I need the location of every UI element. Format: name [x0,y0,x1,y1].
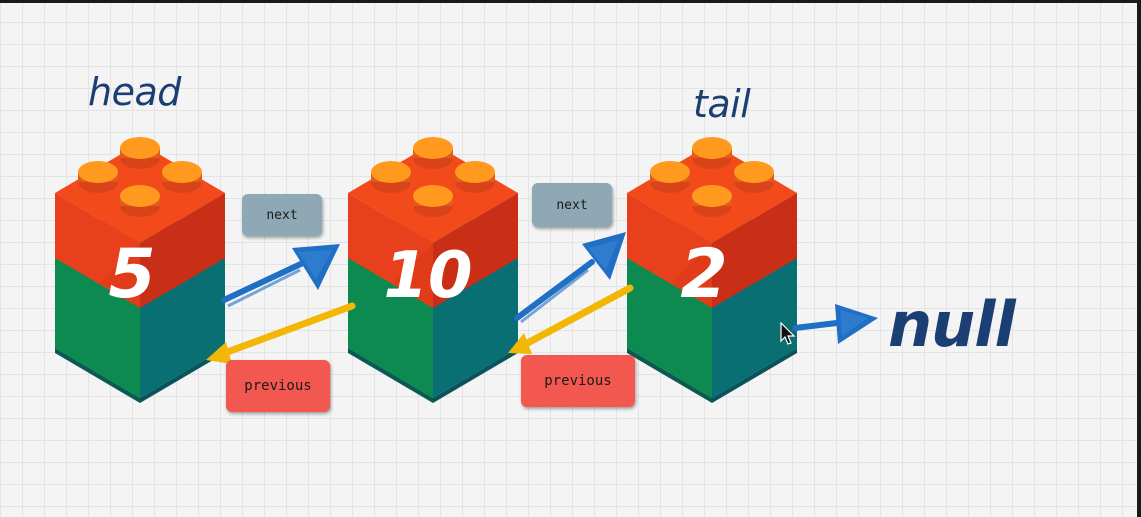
node-value: 10 [383,239,472,313]
list-node-10: 10 [348,137,518,403]
node-value: 2 [680,235,727,314]
previous-pointer-label: previous [521,355,635,407]
tail-label: tail [693,82,751,126]
next-pointer-arrow [221,244,340,308]
mouse-cursor-icon [780,322,796,345]
window-right-border [1137,0,1141,517]
list-node-2: 2 [627,137,797,403]
previous-pointer-label: previous [226,360,330,412]
next-pointer-label: next [242,194,322,236]
head-label: head [88,70,181,114]
next-pointer-label: next [532,183,612,227]
node-value: 5 [108,235,155,314]
previous-pointer-arrow [206,302,356,364]
next-pointer-arrow [514,232,626,324]
null-label: null [888,288,1016,361]
window-top-border [0,0,1141,3]
null-pointer-arrow [792,304,878,344]
previous-pointer-arrow [508,284,634,354]
list-node-5: 5 [55,137,225,403]
